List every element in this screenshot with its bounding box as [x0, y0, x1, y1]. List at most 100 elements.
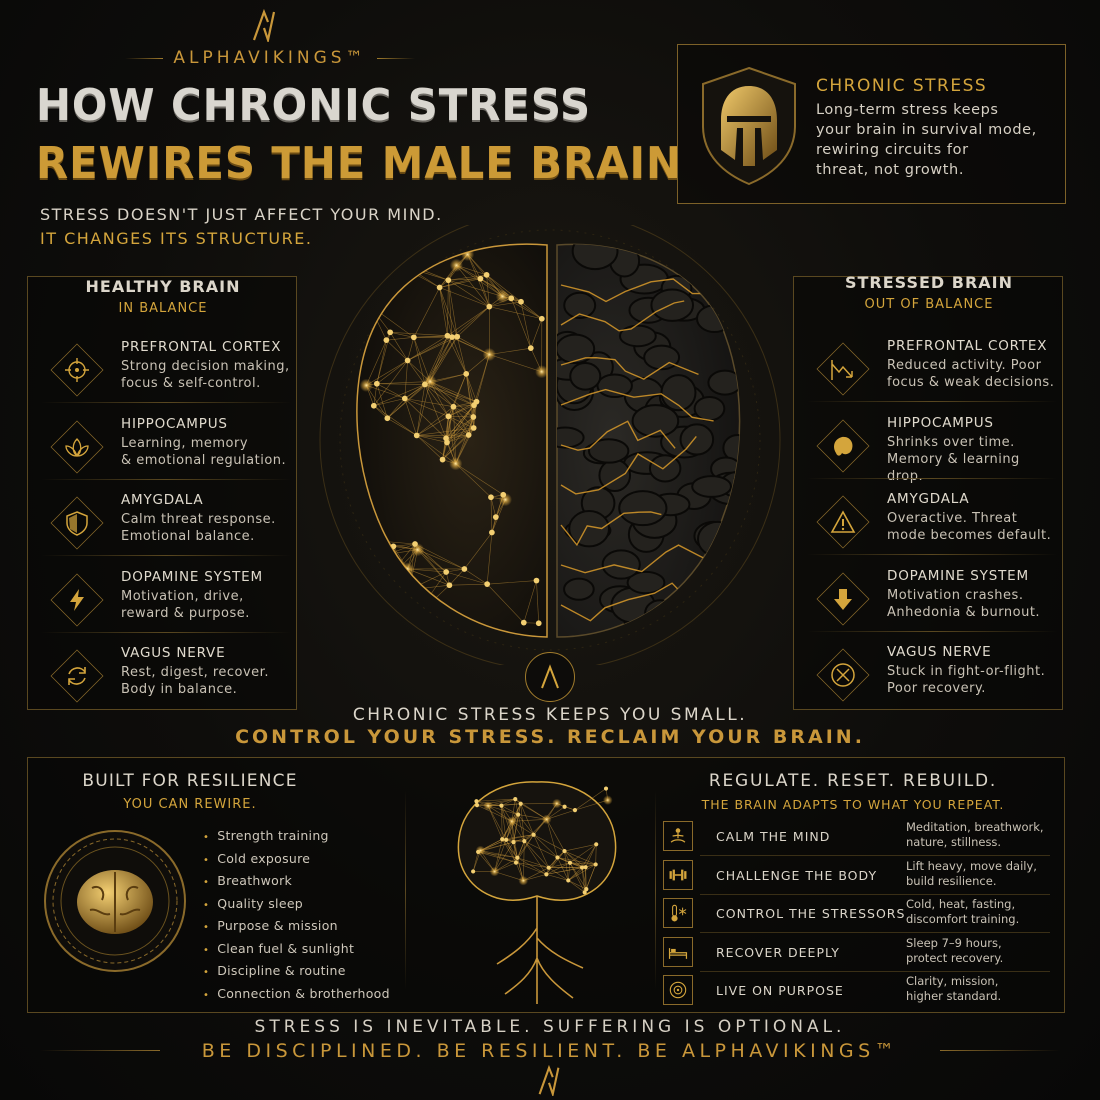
- neural-link: [373, 384, 425, 407]
- brain-fold: [648, 454, 682, 483]
- neural-node: [499, 803, 504, 808]
- chronic-stress-line: threat, not growth.: [816, 162, 965, 178]
- neural-link: [396, 589, 410, 630]
- neural-link: [472, 851, 479, 872]
- neural-node: [401, 395, 408, 402]
- neural-link: [373, 383, 378, 406]
- neural-link: [486, 583, 525, 623]
- neural-node: [579, 865, 585, 870]
- bullet-icon: •: [203, 944, 210, 956]
- neural-link: [395, 245, 398, 265]
- neural-node: [500, 837, 505, 842]
- neural-link: [494, 839, 503, 872]
- neural-link: [366, 340, 387, 386]
- neural-link: [389, 332, 408, 361]
- neural-link: [416, 381, 431, 436]
- lightning-icon: [51, 574, 103, 626]
- neural-link: [453, 406, 469, 436]
- description-line: Sleep 7–9 hours,: [906, 935, 1002, 950]
- brain-region-title: HIPPOCAMPUS: [121, 415, 228, 432]
- brain-region-title: AMYGDALA: [887, 491, 970, 507]
- description-line: protect recovery.: [906, 950, 1004, 965]
- neural-link: [404, 398, 449, 417]
- neural-link: [404, 384, 426, 399]
- neural-link: [380, 252, 397, 260]
- regulate-row-label: LIVE ON PURPOSE: [716, 983, 844, 998]
- neural-node: [376, 603, 383, 610]
- neural-link: [574, 788, 607, 811]
- neural-link: [407, 568, 450, 586]
- brain-fold: [626, 570, 666, 595]
- neural-link: [546, 874, 569, 881]
- neural-node: [562, 848, 567, 854]
- brain-fold: [679, 423, 715, 456]
- description-line: Shrinks over time.: [887, 434, 1015, 450]
- neural-link: [379, 606, 382, 632]
- neural-link: [455, 463, 504, 495]
- neural-node: [484, 581, 491, 587]
- neural-node: [518, 298, 524, 305]
- neural-link: [453, 401, 477, 408]
- neural-link: [501, 839, 518, 858]
- bullet-icon: •: [203, 989, 210, 1001]
- neural-link: [376, 383, 425, 385]
- neural-link: [517, 834, 534, 858]
- shrinking-organ-icon: [817, 420, 869, 472]
- brain-region-description: Rest, digest, recover.Body in balance.: [121, 664, 291, 698]
- brand-name: ALPHAVIKINGS™: [173, 48, 367, 68]
- neural-node: [518, 875, 529, 886]
- neural-node: [531, 832, 536, 837]
- neural-node: [594, 842, 599, 847]
- neural-link: [453, 406, 474, 418]
- description-line: Learning, memory: [121, 435, 249, 451]
- divider: [376, 57, 416, 59]
- neural-node: [436, 284, 443, 291]
- neural-link: [373, 360, 408, 406]
- bullet-icon: •: [203, 967, 210, 978]
- glowing-crack: [560, 544, 721, 574]
- neural-link: [407, 336, 458, 361]
- neural-link: [448, 279, 503, 297]
- divider: [41, 402, 291, 403]
- neural-link: [390, 332, 414, 338]
- neural-link: [416, 384, 426, 436]
- divider: [940, 1050, 1060, 1051]
- neural-node: [404, 357, 411, 364]
- neural-link: [524, 819, 547, 842]
- neural-link: [416, 416, 449, 436]
- neural-link: [514, 799, 519, 815]
- neural-node: [507, 816, 517, 827]
- brain-region-description: Calm threat response.Emotional balance.: [121, 511, 291, 545]
- description-line: higher standard.: [906, 989, 1002, 1003]
- neural-link: [453, 373, 467, 407]
- glowing-crack: [560, 300, 685, 332]
- description-line: reward & purpose.: [121, 605, 250, 621]
- neural-link: [567, 862, 571, 881]
- resilience-item: •Purpose & mission: [203, 916, 390, 939]
- brain-fold: [596, 373, 633, 399]
- resilience-item-label: Strength training: [217, 828, 329, 843]
- alpha-emblem-glyph: [541, 664, 559, 689]
- description-line: build resilience.: [906, 873, 997, 888]
- brain-fold: [563, 577, 595, 601]
- neural-link: [536, 580, 540, 624]
- neural-link: [442, 416, 474, 460]
- divider: [700, 932, 1050, 933]
- neural-node: [471, 869, 476, 874]
- neural-link: [476, 798, 516, 802]
- neural-link: [416, 435, 443, 460]
- neural-link: [489, 301, 522, 307]
- neural-link: [546, 819, 558, 858]
- divider: [655, 790, 656, 990]
- description-line: Motivation crashes.: [887, 587, 1024, 603]
- neural-link: [448, 274, 487, 281]
- neural-link: [448, 278, 481, 281]
- neural-link: [424, 384, 454, 407]
- description-line: & emotional regulation.: [121, 452, 287, 468]
- neural-node: [463, 370, 470, 377]
- neural-link: [515, 862, 547, 875]
- neural-link: [373, 405, 388, 419]
- divider: [700, 893, 1050, 895]
- lotus-icon: [51, 421, 103, 473]
